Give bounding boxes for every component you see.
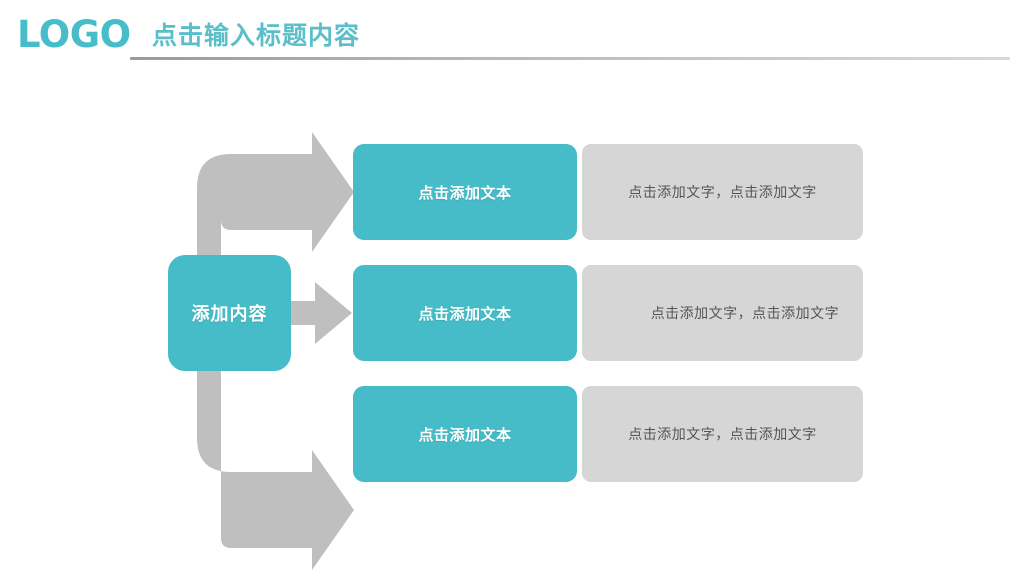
row-2-label-box[interactable]: 点击添加文本 bbox=[353, 265, 577, 361]
row-3-label-box[interactable]: 点击添加文本 bbox=[353, 386, 577, 482]
root-node[interactable]: 添加内容 bbox=[168, 255, 291, 371]
header-divider bbox=[130, 57, 1010, 60]
logo: LOGO bbox=[17, 13, 131, 56]
connector-arrows bbox=[197, 132, 354, 570]
row-2-body-text: 点击添加文字，点击添加文字 bbox=[598, 305, 840, 321]
diagram-area: 添加内容 点击添加文本 点击添加文字，点击添加文字 点击添加文本 点击添加文字，… bbox=[0, 70, 1024, 576]
row-3-body-box[interactable]: 点击添加文字，点击添加文字 bbox=[582, 386, 863, 482]
page-title: 点击输入标题内容 bbox=[152, 22, 361, 50]
row-2-body-box[interactable]: 点击添加文字，点击添加文字 bbox=[582, 265, 863, 361]
arrow-to-row-1 bbox=[197, 132, 354, 320]
row-1-body-text: 点击添加文字，点击添加文字 bbox=[628, 184, 817, 200]
root-node-label: 添加内容 bbox=[191, 304, 268, 324]
row-3-body-text: 点击添加文字，点击添加文字 bbox=[628, 426, 817, 442]
row-2-label-text: 点击添加文本 bbox=[418, 305, 512, 323]
diagram-row-3: 点击添加文本 点击添加文字，点击添加文字 bbox=[353, 386, 863, 482]
arrow-to-row-3 bbox=[197, 306, 354, 570]
diagram-row-1: 点击添加文本 点击添加文字，点击添加文字 bbox=[353, 144, 863, 240]
row-1-body-box[interactable]: 点击添加文字，点击添加文字 bbox=[582, 144, 863, 240]
slide-header: LOGO 点击输入标题内容 bbox=[0, 0, 1024, 70]
row-1-label-text: 点击添加文本 bbox=[418, 184, 512, 202]
diagram-row-2: 点击添加文本 点击添加文字，点击添加文字 bbox=[353, 265, 863, 361]
row-1-label-box[interactable]: 点击添加文本 bbox=[353, 144, 577, 240]
row-3-label-text: 点击添加文本 bbox=[418, 426, 512, 444]
arrow-to-row-2 bbox=[288, 282, 352, 344]
